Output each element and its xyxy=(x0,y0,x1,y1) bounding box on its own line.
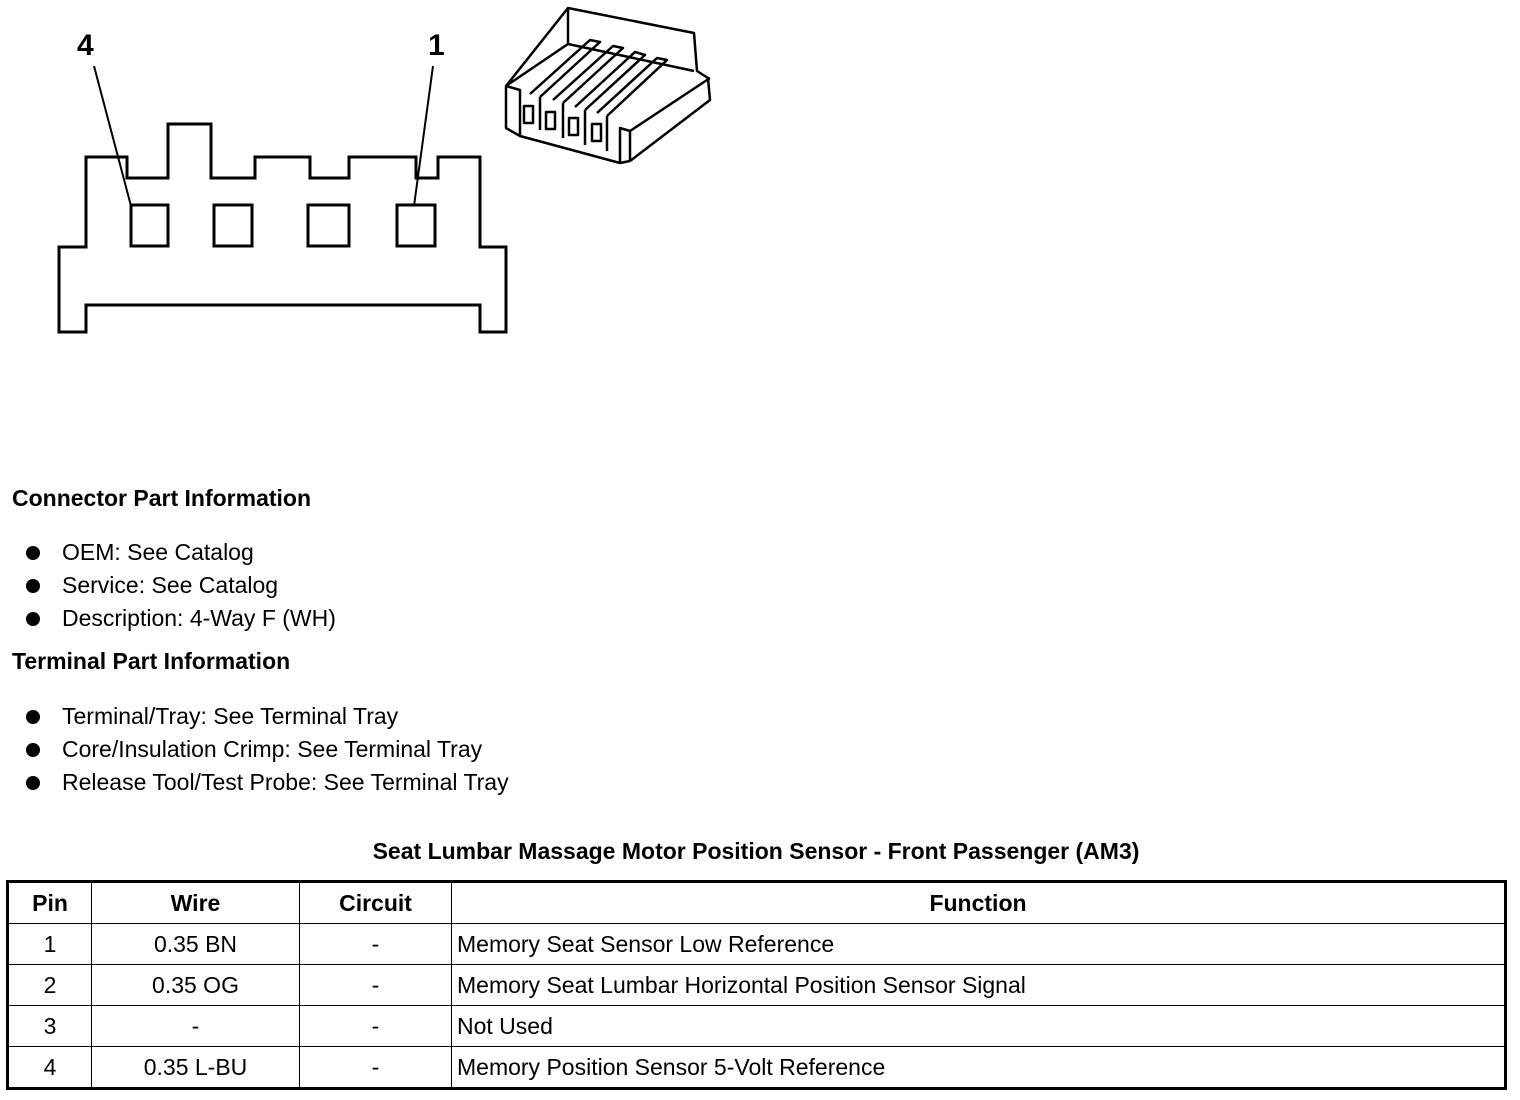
pin-4-leader xyxy=(93,65,132,207)
header-function: Function xyxy=(451,881,1506,924)
terminal-part-information-list: Terminal/Tray: See Terminal Tray Core/In… xyxy=(26,700,509,799)
cell-circuit: - xyxy=(299,1046,452,1089)
bullet-icon xyxy=(26,611,40,626)
cell-wire: 0.35 BN xyxy=(91,923,300,965)
bullet-icon xyxy=(26,775,40,790)
list-item-text: Service: See Catalog xyxy=(62,572,279,598)
list-item-text: Core/Insulation Crimp: See Terminal Tray xyxy=(62,736,483,762)
list-item: Description: 4-Way F (WH) xyxy=(26,602,336,635)
bullet-icon xyxy=(26,709,40,724)
pin-table-title: Seat Lumbar Massage Motor Position Senso… xyxy=(372,838,1140,864)
pin-label-1: 1 xyxy=(428,29,445,62)
cell-circuit: - xyxy=(299,964,452,1006)
cell-function: Memory Position Sensor 5-Volt Reference xyxy=(451,1046,1506,1089)
cavity-4 xyxy=(129,203,170,248)
bullet-icon xyxy=(26,545,40,560)
table-row: 4 0.35 L-BU - Memory Position Sensor 5-V… xyxy=(7,1046,1506,1089)
header-pin: Pin xyxy=(7,881,92,924)
header-circuit: Circuit xyxy=(299,881,452,924)
table-row: 2 0.35 OG - Memory Seat Lumbar Horizonta… xyxy=(7,964,1506,1006)
cell-pin: 1 xyxy=(7,923,92,965)
pin-label-4: 4 xyxy=(77,29,94,62)
list-item: Terminal/Tray: See Terminal Tray xyxy=(26,700,509,733)
terminal-part-information-heading: Terminal Part Information xyxy=(12,648,291,674)
list-item-text: Description: 4-Way F (WH) xyxy=(62,605,336,631)
list-item: Core/Insulation Crimp: See Terminal Tray xyxy=(26,733,509,766)
pin-1-leader xyxy=(413,65,434,207)
list-item-text: Terminal/Tray: See Terminal Tray xyxy=(62,703,399,729)
cell-function: Not Used xyxy=(451,1005,1506,1047)
cell-pin: 2 xyxy=(7,964,92,1006)
list-item: OEM: See Catalog xyxy=(26,536,336,569)
cavity-1 xyxy=(395,203,437,248)
list-item-text: Release Tool/Test Probe: See Terminal Tr… xyxy=(62,769,509,795)
table-header-row: Pin Wire Circuit Function xyxy=(7,881,1506,924)
cell-pin: 4 xyxy=(7,1046,92,1089)
connector-part-information-heading: Connector Part Information xyxy=(12,485,312,511)
list-item: Release Tool/Test Probe: See Terminal Tr… xyxy=(26,766,509,799)
table-row: 3 - - Not Used xyxy=(7,1005,1506,1047)
list-item-text: OEM: See Catalog xyxy=(62,539,254,565)
connector-isometric-view xyxy=(504,6,712,165)
header-wire: Wire xyxy=(91,881,300,924)
cell-wire: - xyxy=(91,1005,300,1047)
cell-wire: 0.35 OG xyxy=(91,964,300,1006)
connector-diagram: 4 1 xyxy=(57,6,712,334)
bullet-icon xyxy=(26,578,40,593)
pin-table: Pin Wire Circuit Function 1 0.35 BN - Me… xyxy=(6,880,1507,1090)
connector-face-outline xyxy=(57,122,508,334)
cell-pin: 3 xyxy=(7,1005,92,1047)
cavity-3 xyxy=(212,203,254,248)
table-row: 1 0.35 BN - Memory Seat Sensor Low Refer… xyxy=(7,923,1506,965)
cell-function: Memory Seat Lumbar Horizontal Position S… xyxy=(451,964,1506,1006)
cell-circuit: - xyxy=(299,923,452,965)
cavity-2 xyxy=(306,203,351,248)
connector-part-information-list: OEM: See Catalog Service: See Catalog De… xyxy=(26,536,336,635)
cell-function: Memory Seat Sensor Low Reference xyxy=(451,923,1506,965)
cell-wire: 0.35 L-BU xyxy=(91,1046,300,1089)
cell-circuit: - xyxy=(299,1005,452,1047)
list-item: Service: See Catalog xyxy=(26,569,336,602)
bullet-icon xyxy=(26,742,40,757)
